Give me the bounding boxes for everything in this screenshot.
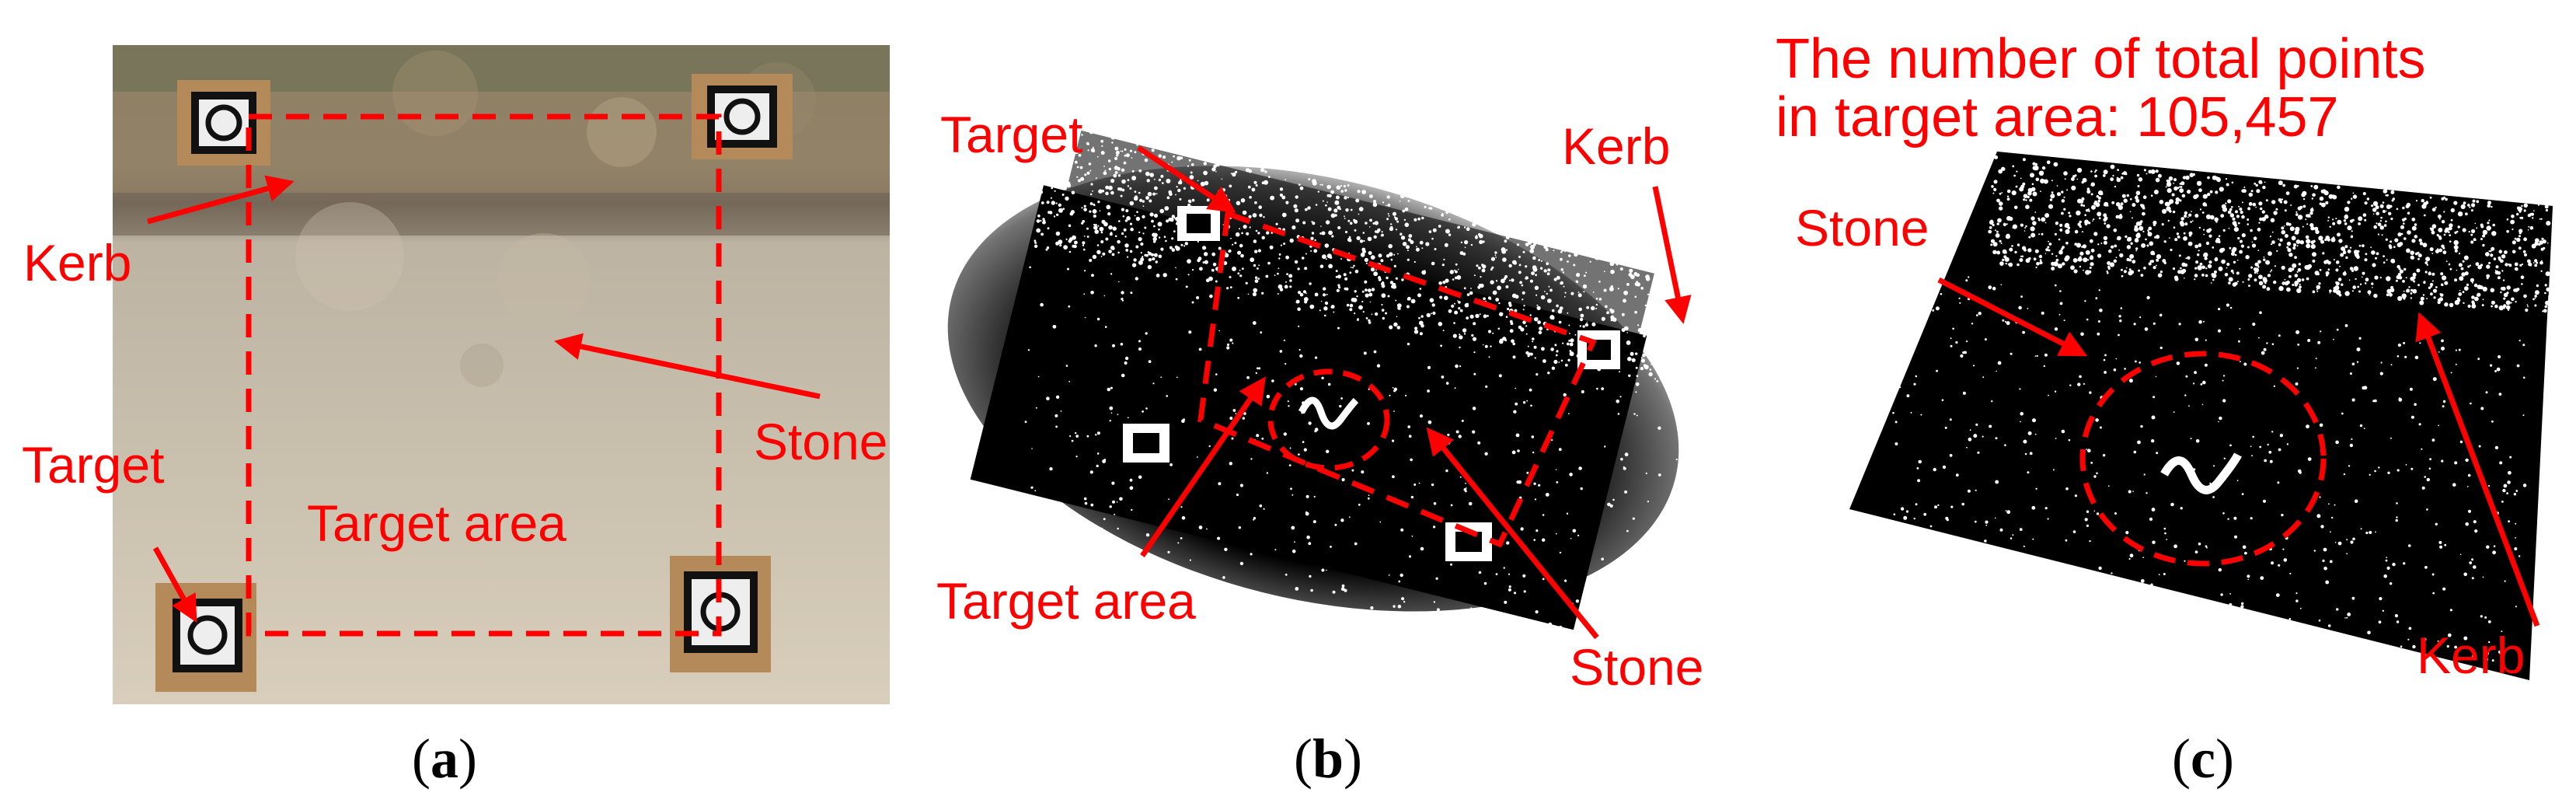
label-target-area: Target area [307, 494, 566, 552]
label-target-area-b: Target area [936, 572, 1196, 630]
caption-a: (a) [412, 728, 477, 790]
target-area-outline [246, 113, 722, 637]
target-area-speckles [1888, 155, 2551, 662]
label-target: Target [22, 436, 165, 494]
cloud-stone [1298, 396, 1359, 430]
caption-b: (b) [1294, 728, 1363, 790]
target-area-cloud [1849, 152, 2553, 680]
target-area-outline-b [1197, 210, 1597, 548]
label-target-b: Target [940, 106, 1083, 163]
cloud-target-4 [1445, 522, 1492, 561]
stone-circle-c [2079, 351, 2327, 567]
cloud-target-1 [1177, 206, 1220, 241]
label-stone: Stone [754, 413, 888, 470]
label-kerb-c: Kerb [2417, 627, 2525, 684]
target-marker-tl [177, 80, 270, 166]
panel-b-point-cloud [947, 111, 1692, 714]
arrow-kerb-c [2415, 312, 2540, 627]
panel-a: Kerb Target Target area Stone (a) [0, 0, 909, 803]
title-line2: in target area: 105,457 [1776, 86, 2339, 148]
arrow-stone-c [1937, 277, 2088, 357]
arrow-target-area-b [1140, 376, 1266, 557]
target-marker-br [670, 556, 771, 672]
arrow-kerb [147, 175, 295, 225]
title-line1: The number of total points [1776, 28, 2426, 90]
arrow-stone-b [1426, 427, 1599, 640]
panel-b: Target Kerb Target area Stone (b) [909, 0, 1764, 803]
caption-c: (c) [2172, 728, 2234, 790]
point-cloud-speckles [1023, 111, 1689, 714]
label-kerb: Kerb [23, 234, 132, 292]
panel-c: The number of total points in target are… [1764, 0, 2576, 803]
label-stone-c: Stone [1795, 199, 1929, 257]
arrow-target [152, 546, 197, 623]
stone-points-c [2160, 452, 2242, 494]
target-marker-bl [155, 583, 256, 692]
panel-a-photo [113, 45, 890, 704]
label-stone-b: Stone [1570, 638, 1704, 696]
arrow-stone [554, 333, 821, 400]
arrow-kerb-b [1652, 186, 1692, 324]
stone-circle-b [1267, 368, 1390, 471]
cloud-target-3 [1123, 424, 1169, 463]
label-kerb-b: Kerb [1562, 117, 1671, 175]
panel-c-point-cloud [1849, 152, 2553, 680]
arrow-target-b [1137, 145, 1236, 213]
